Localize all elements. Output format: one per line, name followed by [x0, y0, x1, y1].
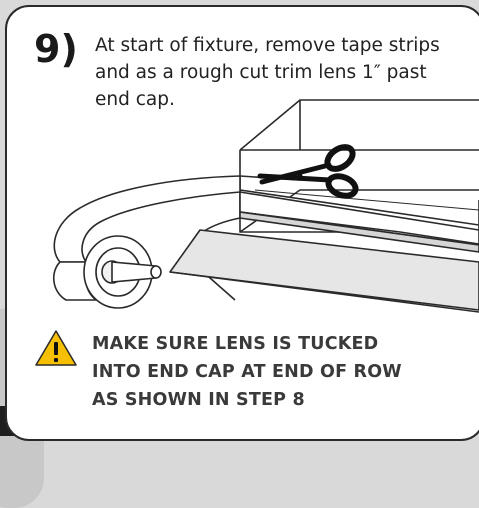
lens-trimming-illustration — [53, 99, 479, 313]
scissors-icon — [257, 144, 359, 199]
warning-message: MAKE SURE LENS IS TUCKED INTO END CAP AT… — [92, 330, 412, 414]
warning-line-3: AS SHOWN IN STEP 8 — [92, 390, 305, 410]
scissors-pivot — [297, 173, 303, 179]
step-instruction: At start of fixture, remove tape strips … — [95, 35, 440, 110]
tape-lower-strip — [169, 229, 479, 313]
warning-triangle-icon — [35, 330, 77, 366]
step-number: 9) — [34, 27, 78, 71]
warning-line-2: INTO END CAP AT END OF ROW — [92, 362, 402, 382]
fixture-lens — [239, 189, 479, 253]
warning-line-1: MAKE SURE LENS IS TUCKED — [92, 334, 379, 354]
tape-roll-icon — [53, 235, 162, 309]
